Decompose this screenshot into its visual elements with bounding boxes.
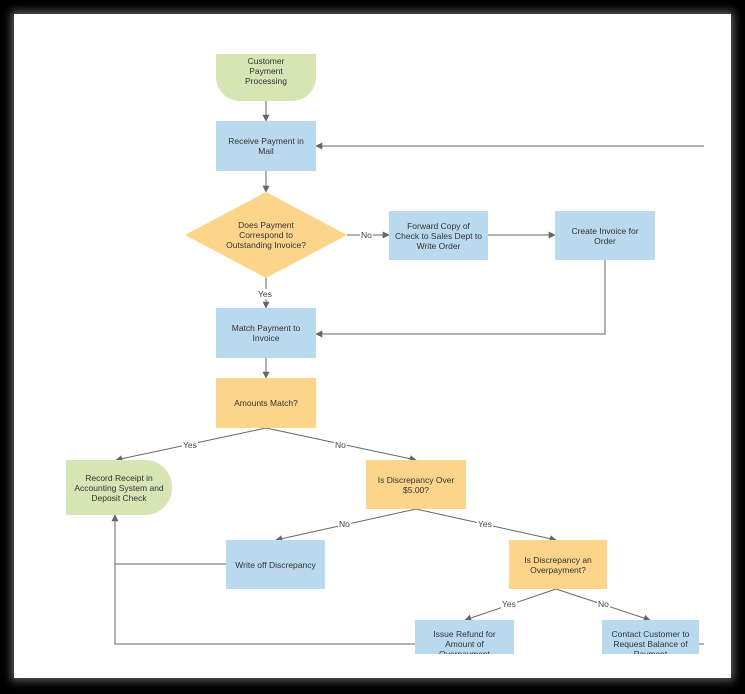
- overpayment-box: Is Discrepancy an Overpayment?: [509, 540, 607, 589]
- edge-label-yes-match: Yes: [257, 289, 273, 299]
- forward-copy-box: Forward Copy of Check to Sales Dept to W…: [389, 211, 488, 260]
- start-terminal: Customer Payment Processing: [216, 54, 316, 101]
- edge-label-yes-overpayment: Yes: [477, 519, 493, 529]
- edge-label-yes-refund: Yes: [501, 599, 517, 609]
- contact-customer-box: Contact Customer to Request Balance of P…: [602, 620, 699, 654]
- diagram-canvas: Customer Payment Processing Receive Paym…: [54, 54, 704, 654]
- create-invoice-label: Create Invoice for Order: [571, 225, 639, 246]
- forward-copy-label: Forward Copy of Check to Sales Dept to W…: [395, 220, 482, 251]
- discrepancy-over-box: Is Discrepancy Over $5.00?: [366, 460, 466, 509]
- discrepancy-over-label: Is Discrepancy Over $5.00?: [377, 474, 455, 495]
- edge-label-no-contact: No: [597, 599, 610, 609]
- edge-refund-to-record: [114, 564, 416, 645]
- issue-refund-label: Issue Refund for Amount of Overpayment: [433, 629, 496, 654]
- write-off-label: Write off Discrepancy: [235, 559, 316, 570]
- receive-payment-label: Receive Payment in Mail: [228, 136, 304, 156]
- diagram-frame: Customer Payment Processing Receive Paym…: [14, 14, 731, 678]
- record-receipt-label: Record Receipt in Accounting System and …: [74, 472, 164, 503]
- decision-diamond-shape: [185, 192, 347, 278]
- write-off-box: Write off Discrepancy: [226, 540, 325, 589]
- match-payment-label: Match Payment to Invoice: [231, 323, 301, 343]
- receive-payment-box: Receive Payment in Mail: [216, 121, 316, 171]
- edge-label-no-forward: No: [360, 230, 373, 240]
- record-receipt-terminal: Record Receipt in Accounting System and …: [66, 460, 172, 515]
- edge-create-to-match: [315, 260, 606, 338]
- start-terminal-label: Customer Payment Processing: [244, 55, 288, 86]
- edge-label-no-discrepancy: No: [334, 440, 347, 450]
- amounts-match-label: Amounts Match?: [234, 398, 298, 408]
- does-correspond-label: Does Payment Correspond to Outstanding I…: [226, 220, 306, 250]
- match-payment-box: Match Payment to Invoice: [216, 308, 316, 358]
- create-invoice-box: Create Invoice for Order: [555, 211, 655, 260]
- edge-label-yes-record: Yes: [182, 440, 198, 450]
- contact-customer-label: Contact Customer to Request Balance of P…: [611, 629, 690, 654]
- issue-refund-box: Issue Refund for Amount of Overpayment: [415, 620, 514, 654]
- amounts-match-box: Amounts Match?: [216, 378, 316, 428]
- edge-writeoff-to-record: [111, 514, 226, 565]
- overpayment-label: Is Discrepancy an Overpayment?: [524, 554, 592, 575]
- edge-label-no-writeoff: No: [338, 519, 351, 529]
- does-correspond-decision: Does Payment Correspond to Outstanding I…: [224, 211, 308, 259]
